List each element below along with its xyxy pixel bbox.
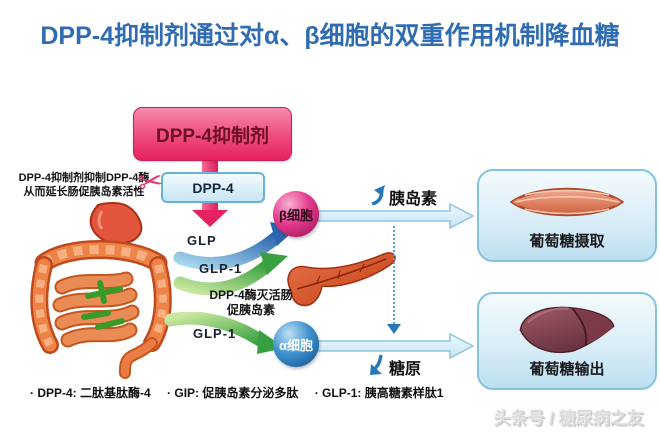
glp1-alpha-ribbon-label: GLP-1: [193, 326, 237, 341]
inactivation-note-line1: DPP-4酶灭活肠: [209, 288, 293, 302]
glycogen-decrease-icon: [370, 354, 383, 375]
muscle-box: 葡萄糖摄取: [477, 169, 657, 262]
muscle-illustration: [509, 187, 625, 217]
beta-cell: β细胞: [273, 191, 319, 237]
watermark: 头条号 / 糖尿病之友: [493, 409, 644, 428]
dpp4-enzyme-box: DPP-4: [161, 172, 265, 203]
page-title: DPP-4抑制剂通过对α、β细胞的双重作用机制降血糖: [40, 22, 620, 50]
footnote: · DPP-4: 二肽基肽酶-4 · GIP: 促胰岛素分泌多肽 · GLP-1…: [30, 384, 456, 401]
side-note-line1: DPP-4抑制剂抑制DPP-4酶: [18, 172, 150, 184]
dotted-connector-line: [393, 226, 395, 324]
glp1-beta-ribbon-label: GLP-1: [199, 261, 243, 276]
inhibitor-side-note: DPP-4抑制剂抑制DPP-4酶 从而延长肠促胰岛素活性: [16, 171, 152, 199]
pancreas-illustration: [287, 252, 396, 307]
l-cell-marks: [81, 280, 125, 330]
scissors-icon: ✂: [135, 164, 166, 201]
liver-illustration: [519, 306, 615, 354]
liver-box: 葡萄糖输出: [477, 292, 657, 390]
insulin-flow-arrow: [317, 202, 475, 230]
intestine-illustration: [30, 201, 172, 379]
glp-ribbon-label: GLP: [187, 233, 217, 248]
liver-caption: 葡萄糖输出: [529, 361, 605, 378]
insulin-label: 胰岛素: [389, 191, 438, 208]
muscle-caption: 葡萄糖摄取: [529, 233, 605, 250]
footnote-gip: · GIP: 促胰岛素分泌多肽: [167, 386, 299, 400]
side-note-line2: 从而延长肠促胰岛素活性: [23, 186, 145, 198]
footnote-glp1: · GLP-1: 胰高糖素样肽1: [314, 386, 444, 400]
glp1-beta-ribbon-arrow: [173, 252, 288, 296]
dotted-connector-arrow-icon: [387, 324, 401, 334]
inhibitor-down-arrow-icon: [192, 210, 228, 227]
inactivation-note: DPP-4酶灭活肠 促胰岛素: [190, 288, 312, 318]
insulin-increase-icon: [371, 185, 385, 205]
inhibitor-box: DPP-4抑制剂: [133, 107, 292, 161]
glycogen-label: 糖原: [389, 361, 422, 378]
inactivation-note-line2: 促胰岛素: [226, 303, 275, 317]
footnote-dpp4: · DPP-4: 二肽基肽酶-4: [30, 386, 151, 400]
glycogen-flow-arrow: [317, 332, 475, 360]
alpha-cell: α细胞: [273, 321, 319, 367]
